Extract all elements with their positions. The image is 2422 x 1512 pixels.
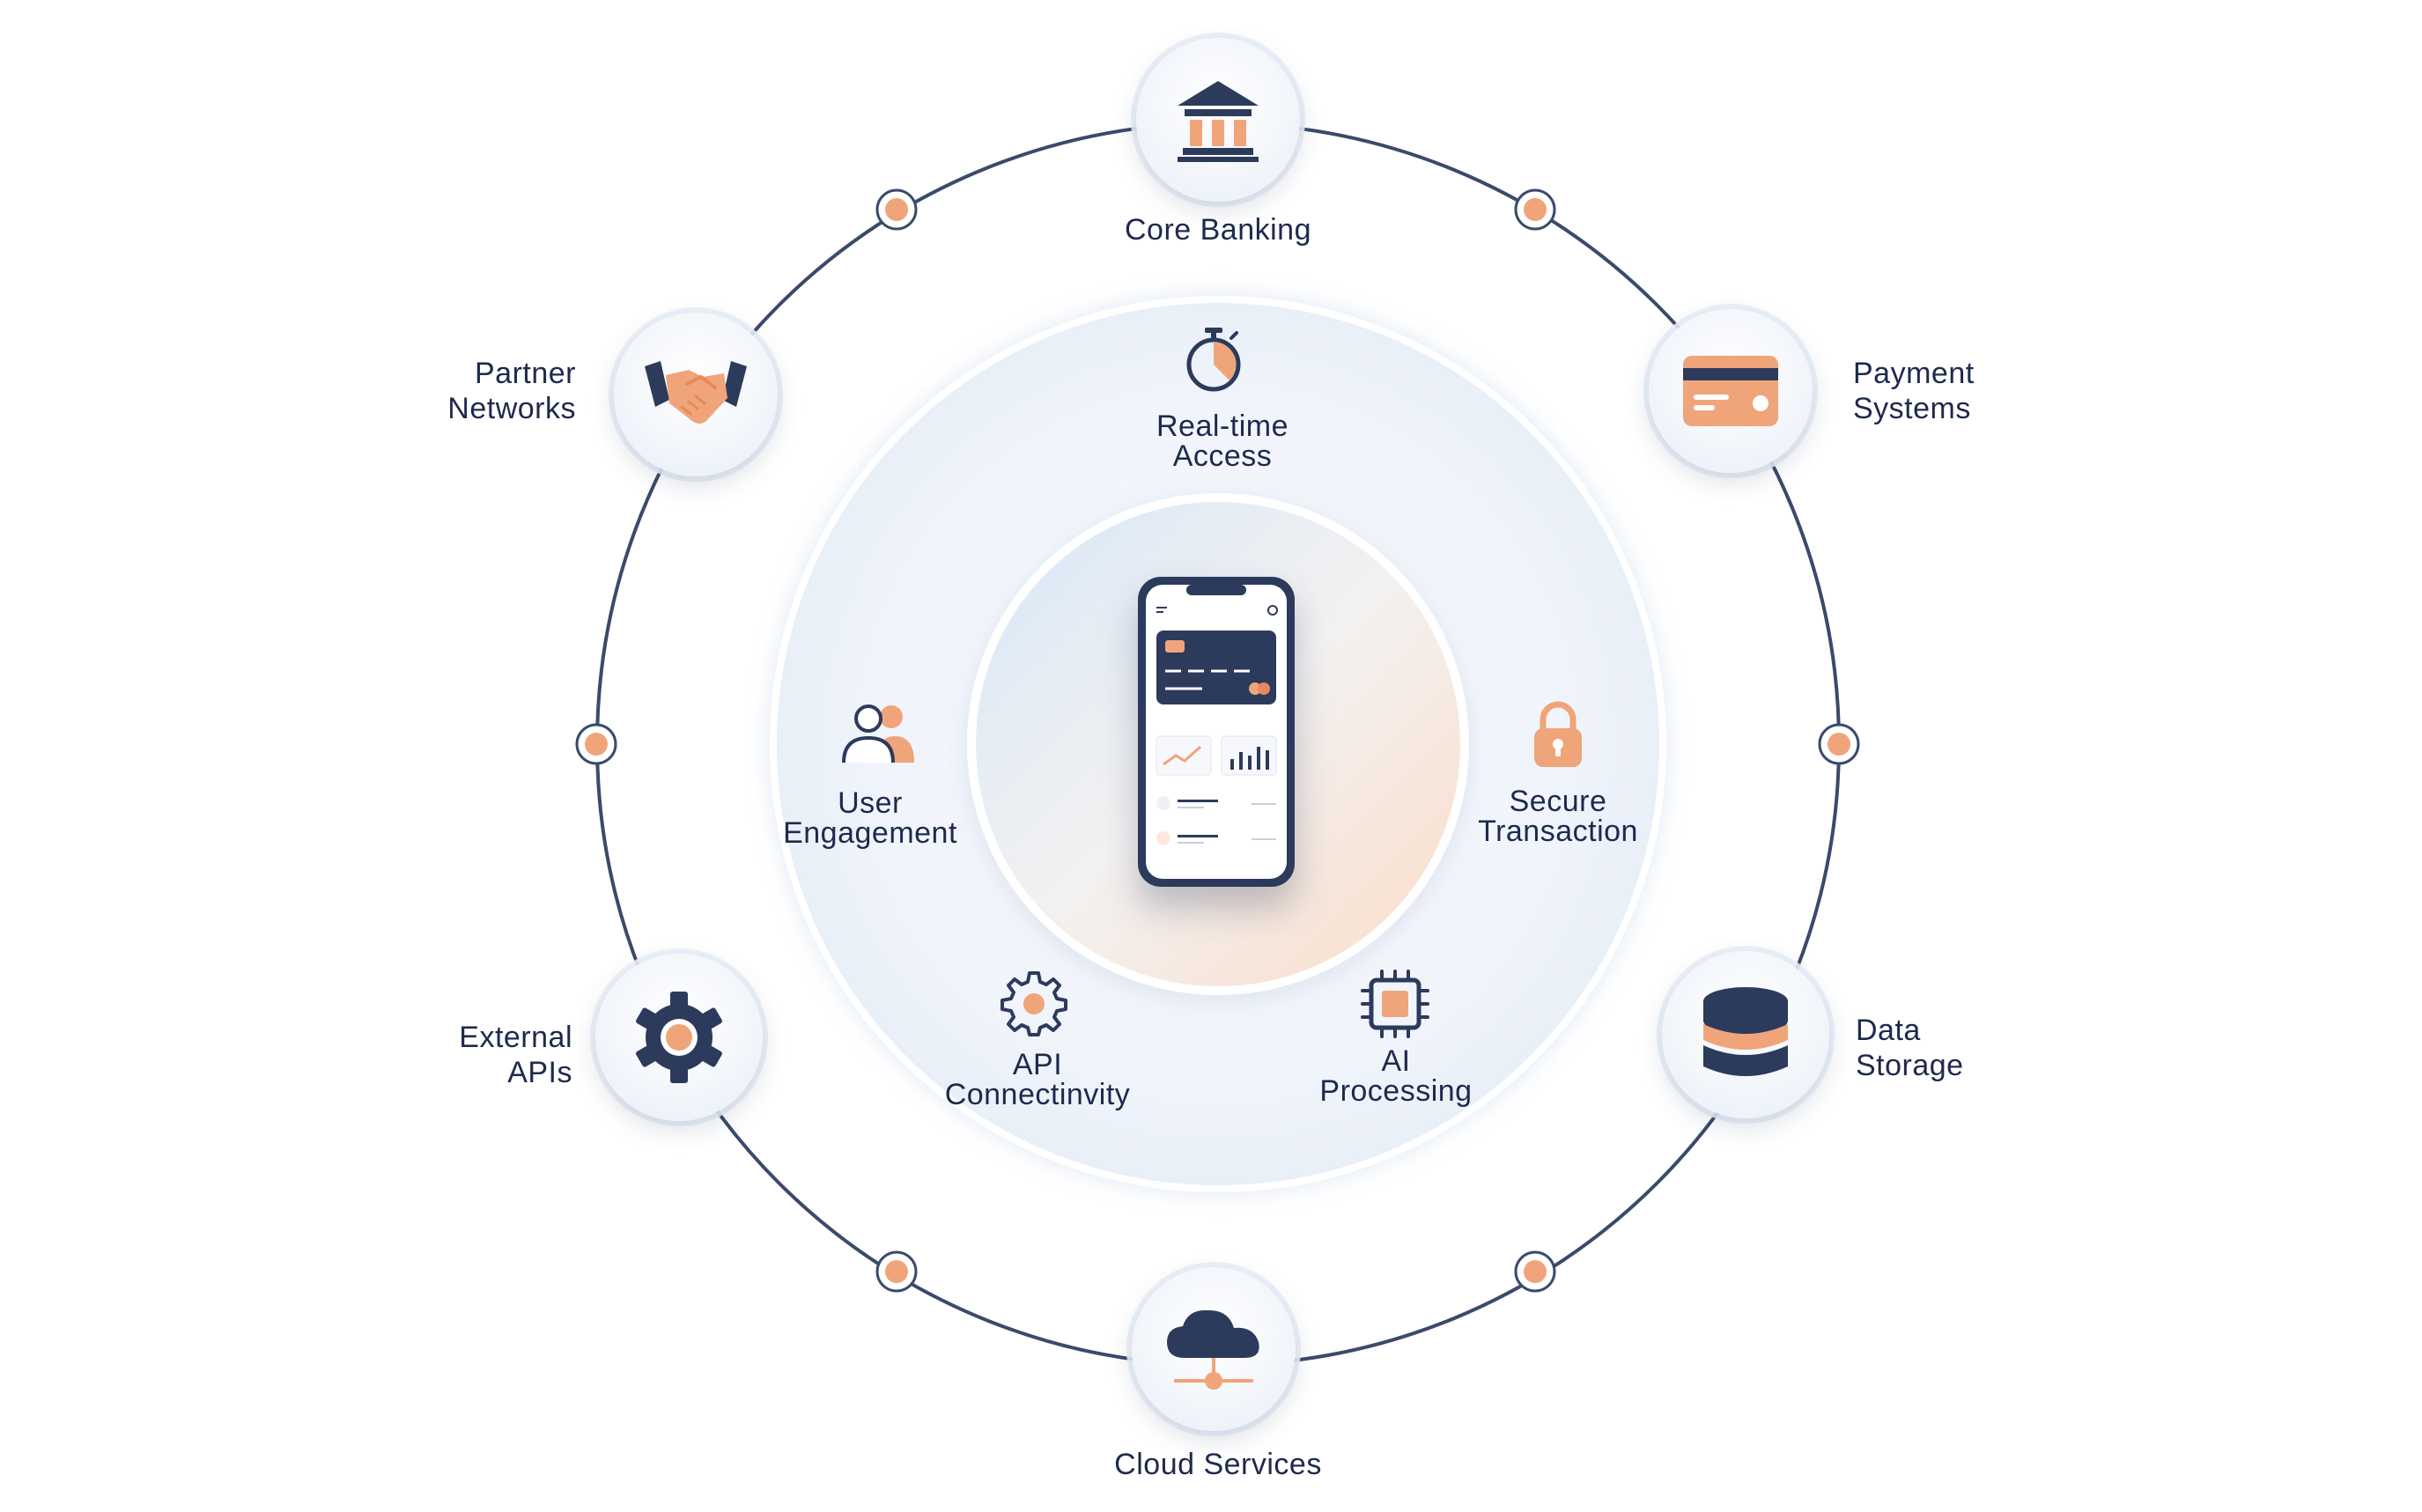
connector-dot <box>875 1250 918 1293</box>
ai-processing-label-line: Processing <box>1319 1074 1473 1108</box>
core-banking-label: Core Banking <box>1086 212 1350 247</box>
api-connectivity-label-line: Connectinvity <box>944 1078 1131 1111</box>
user-engagement-label: User Engagement <box>751 788 989 848</box>
api-connectivity-label: API Connectinvity <box>919 1050 1156 1110</box>
payment-systems-label-line: Payment <box>1853 357 1975 390</box>
connector-dot <box>575 723 617 765</box>
secure-transaction-label: Secure Transaction <box>1439 786 1677 846</box>
ai-processing-label-line: AI <box>1381 1044 1411 1078</box>
smartphone-banking-app-icon <box>1138 577 1295 887</box>
connector-dot <box>1514 1250 1556 1293</box>
handshake-icon <box>645 361 747 424</box>
cloud-network-icon <box>1167 1309 1259 1390</box>
data-storage-label-line: Storage <box>1856 1049 1964 1082</box>
database-icon <box>1703 987 1788 1076</box>
data-storage-node[interactable] <box>1662 951 1829 1118</box>
phone-screen <box>1146 585 1287 879</box>
bank-icon <box>1178 81 1259 162</box>
partner-networks-node[interactable] <box>614 313 778 476</box>
gear-icon <box>636 992 722 1083</box>
users-icon <box>842 704 914 763</box>
external-apis-node[interactable] <box>595 954 763 1121</box>
payment-systems-label: Payment Systems <box>1853 356 1975 426</box>
banking-app-illustration <box>1156 585 1278 845</box>
padlock-icon <box>1534 701 1582 767</box>
connector-dot <box>1818 723 1860 765</box>
gear-outline-icon <box>1001 971 1067 1036</box>
credit-card-icon <box>1683 356 1778 426</box>
ai-processing-label: AI Processing <box>1277 1046 1515 1106</box>
real-time-access-label-line: Real-time <box>1156 409 1289 443</box>
chip-icon <box>1361 970 1429 1038</box>
payment-systems-node[interactable] <box>1649 309 1813 473</box>
cloud-services-label-line: Cloud Services <box>1114 1448 1322 1481</box>
payment-systems-label-line: Systems <box>1853 392 1971 425</box>
cloud-services-label: Cloud Services <box>1086 1447 1350 1482</box>
user-engagement-label-line: Engagement <box>783 816 957 850</box>
external-apis-label-line: External <box>459 1021 572 1054</box>
core-banking-label-line: Core Banking <box>1124 213 1311 247</box>
secure-transaction-label-line: Transaction <box>1478 815 1638 848</box>
connector-dot <box>875 188 918 231</box>
core-banking-node[interactable] <box>1136 38 1300 202</box>
stopwatch-icon <box>1186 328 1241 392</box>
secure-transaction-label-line: Secure <box>1509 785 1607 818</box>
ring-connector-dots <box>575 188 1860 1293</box>
data-storage-label-line: Data <box>1856 1014 1921 1047</box>
partner-networks-label-line: Partner <box>475 357 576 390</box>
partner-networks-label-line: Networks <box>447 392 576 425</box>
partner-networks-label: Partner Networks <box>396 356 576 426</box>
api-connectivity-label-line: API <box>1012 1048 1063 1081</box>
cloud-services-node[interactable] <box>1132 1267 1296 1431</box>
external-apis-label-line: APIs <box>507 1056 572 1089</box>
data-storage-label: Data Storage <box>1856 1013 1964 1083</box>
external-apis-label: External APIs <box>405 1020 572 1090</box>
user-engagement-label-line: User <box>838 786 903 820</box>
real-time-access-label: Real-time Access <box>1104 411 1341 471</box>
connector-dot <box>1514 188 1556 231</box>
real-time-access-label-line: Access <box>1172 439 1273 473</box>
